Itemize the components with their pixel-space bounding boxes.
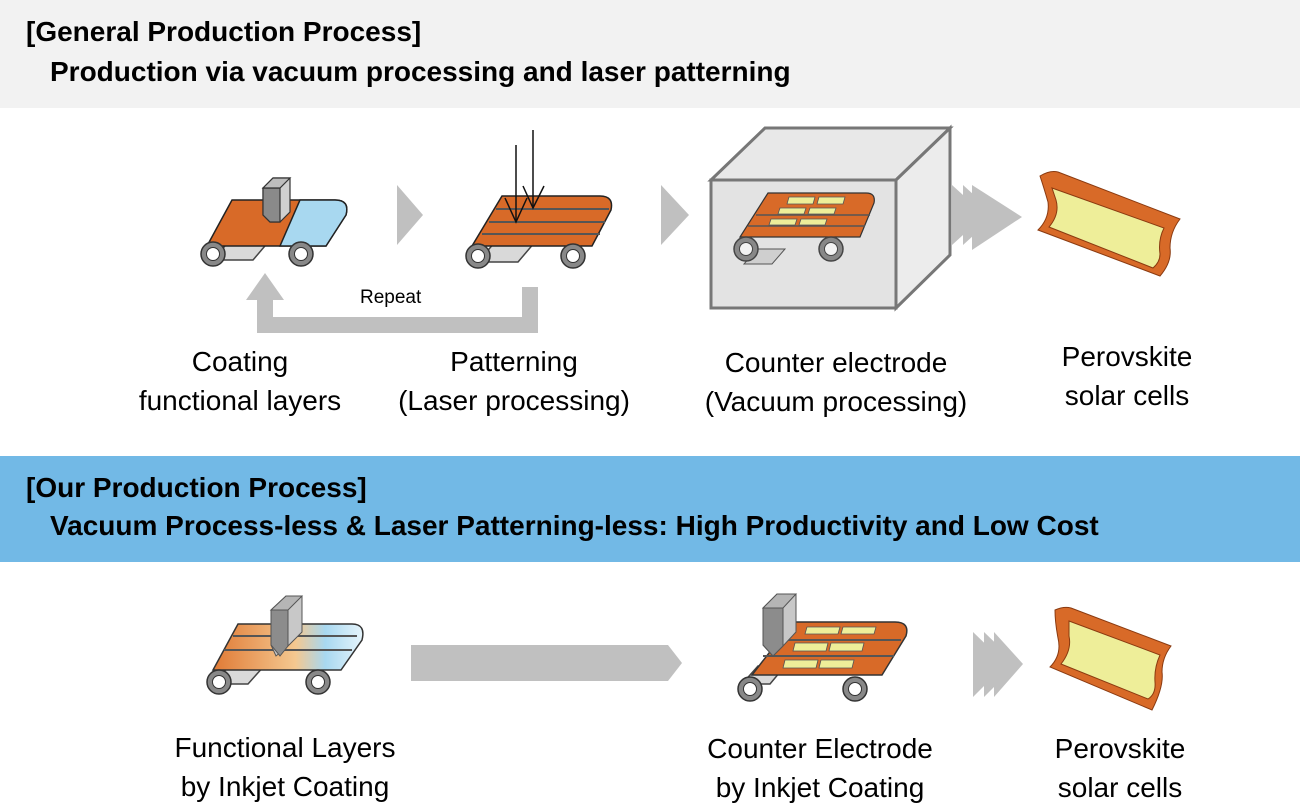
- our-process-banner: [Our Production Process] Vacuum Process-…: [0, 456, 1300, 562]
- chevron-arrow-icon: [397, 185, 423, 245]
- step-label-line: Patterning: [450, 346, 578, 377]
- step-label-line: Coating: [191, 346, 289, 377]
- repeat-label: Repeat: [360, 287, 422, 308]
- step-label-line: by Inkjet Coating: [180, 771, 390, 802]
- step-label-counter-electrode-inkjet: Counter Electrode by Inkjet Coating: [675, 729, 965, 807]
- general-process-banner: [General Production Process] Production …: [0, 0, 1300, 108]
- inkjet-head-icon: [761, 593, 798, 657]
- triple-chevron-arrow-icon: [952, 185, 1022, 250]
- vacuum-chamber-icon: [707, 124, 954, 312]
- coating-conveyor-icon: [200, 177, 348, 267]
- general-subheading: Production via vacuum processing and las…: [50, 56, 791, 87]
- patterning-conveyor-icon: [465, 130, 613, 269]
- step-label-line: solar cells: [1064, 380, 1190, 411]
- coater-head-icon: [261, 177, 292, 223]
- step-label-line: Functional Layers: [174, 732, 396, 763]
- step-label-line: Counter electrode: [724, 347, 948, 378]
- step-label-counter-electrode: Counter electrode (Vacuum processing): [676, 343, 996, 421]
- ours-subheading: Vacuum Process-less & Laser Patterning-l…: [50, 510, 1099, 541]
- triple-chevron-arrow-icon: [973, 632, 1023, 697]
- inkjet-coating-conveyor-icon: [206, 595, 364, 695]
- inkjet-head-icon: [269, 595, 304, 657]
- laser-beam-icon: [504, 130, 545, 224]
- repeat-loop-arrow: [246, 273, 538, 333]
- chamber-conveyor-icon: [733, 192, 875, 265]
- perovskite-solar-cell-icon: [1049, 606, 1172, 711]
- step-label-line: Counter Electrode: [707, 733, 933, 764]
- step-label-line: functional layers: [138, 385, 342, 416]
- general-heading: [General Production Process]: [26, 16, 422, 47]
- step-label-line: solar cells: [1057, 772, 1183, 803]
- step-label-line: by Inkjet Coating: [715, 772, 925, 803]
- step-label-line: Perovskite: [1054, 733, 1186, 764]
- step-label-solar-cells: Perovskite solar cells: [1027, 337, 1227, 415]
- step-label-line: Perovskite: [1061, 341, 1193, 372]
- step-label-patterning: Patterning (Laser processing): [374, 342, 654, 420]
- perovskite-solar-cell-icon: [1037, 171, 1181, 277]
- step-label-line: (Laser processing): [398, 385, 630, 416]
- ours-heading: [Our Production Process]: [26, 472, 367, 503]
- inkjet-electrode-conveyor-icon: [737, 593, 908, 702]
- step-label-solar-cells-ours: Perovskite solar cells: [1020, 729, 1220, 807]
- chevron-arrow-icon: [661, 185, 689, 245]
- step-label-line: (Vacuum processing): [704, 386, 968, 417]
- step-label-coating: Coating functional layers: [120, 342, 360, 420]
- long-process-arrow-icon: [411, 645, 682, 681]
- step-label-functional-layers: Functional Layers by Inkjet Coating: [140, 728, 430, 806]
